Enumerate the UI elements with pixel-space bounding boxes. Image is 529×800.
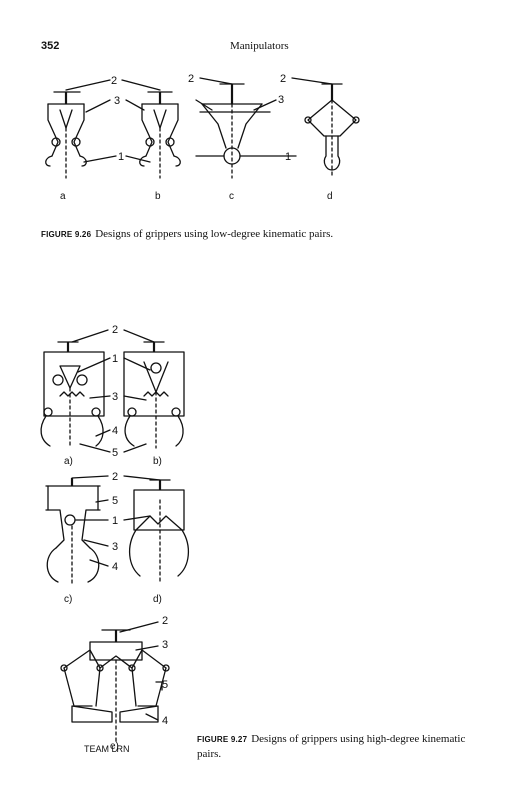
gripper-27b xyxy=(123,341,185,449)
fig926-callout-1c: 1 xyxy=(285,151,291,163)
fig926-leaders xyxy=(65,77,333,163)
figure-9-26-text: Designs of grippers using low-degree kin… xyxy=(95,228,334,240)
fig927-panel-b: b) xyxy=(153,456,162,467)
fig927-callout-4e: 4 xyxy=(162,715,168,727)
page-number: 352 xyxy=(41,40,60,52)
gripper-27d xyxy=(129,479,189,585)
figure-9-27-label: FIGURE 9.27 xyxy=(197,735,248,744)
fig926-callout-3c: 3 xyxy=(278,94,284,106)
fig927-callout-3ab: 3 xyxy=(112,391,118,403)
fig926-panel-c: c xyxy=(229,191,234,202)
fig926-callout-2a: 2 xyxy=(111,75,117,87)
fig926-panel-d: d xyxy=(327,191,333,202)
gripper-c xyxy=(199,83,271,179)
gripper-d xyxy=(304,83,360,179)
figure-9-26-label: FIGURE 9.26 xyxy=(41,230,92,239)
fig927-panel-c: c) xyxy=(64,594,72,605)
fig927-callout-2e: 2 xyxy=(162,615,168,627)
team-lrn-watermark: TEAM LRN xyxy=(84,744,130,754)
fig927-cd-leaders xyxy=(71,475,161,567)
fig927-callout-2cd: 2 xyxy=(112,471,118,483)
fig927-panel-d: d) xyxy=(153,594,162,605)
fig927-callout-5cd: 5 xyxy=(112,495,118,507)
figure-9-26-caption: FIGURE 9.26 Designs of grippers using lo… xyxy=(41,224,333,242)
gripper-a xyxy=(45,91,87,179)
fig927-callout-4cd: 4 xyxy=(112,561,118,573)
fig926-callout-1a: 1 xyxy=(118,151,124,163)
fig926-panel-a: a xyxy=(60,191,66,202)
fig927-callout-2ab: 2 xyxy=(112,324,118,336)
fig927-callout-5e: 5 xyxy=(162,679,168,691)
fig926-callout-3a: 3 xyxy=(114,95,120,107)
fig927-callout-5ab: 5 xyxy=(112,447,118,459)
fig927-e-leaders xyxy=(119,621,163,721)
fig927-panel-a: a) xyxy=(64,456,73,467)
fig927-callout-1ab: 1 xyxy=(112,353,118,365)
fig927-callout-3cd: 3 xyxy=(112,541,118,553)
running-title: Manipulators xyxy=(230,40,289,52)
fig926-panel-b: b xyxy=(155,191,161,202)
fig927-callout-1cd: 1 xyxy=(112,515,118,527)
gripper-b xyxy=(139,91,181,179)
gripper-27a xyxy=(40,341,105,449)
gripper-27e xyxy=(60,629,170,743)
gripper-27c xyxy=(45,478,101,587)
fig927-panel-e: e) xyxy=(110,741,119,752)
fig926-callout-2c: 2 xyxy=(188,73,194,85)
fig926-callout-2d: 2 xyxy=(280,73,286,85)
figure-9-27-text: Designs of grippers using high-degree ki… xyxy=(197,733,466,760)
fig927-callout-4ab: 4 xyxy=(112,425,118,437)
fig927-ab-leaders xyxy=(71,329,155,453)
fig927-callout-3e: 3 xyxy=(162,639,168,651)
figure-9-27-caption: FIGURE 9.27 Designs of grippers using hi… xyxy=(197,731,477,761)
